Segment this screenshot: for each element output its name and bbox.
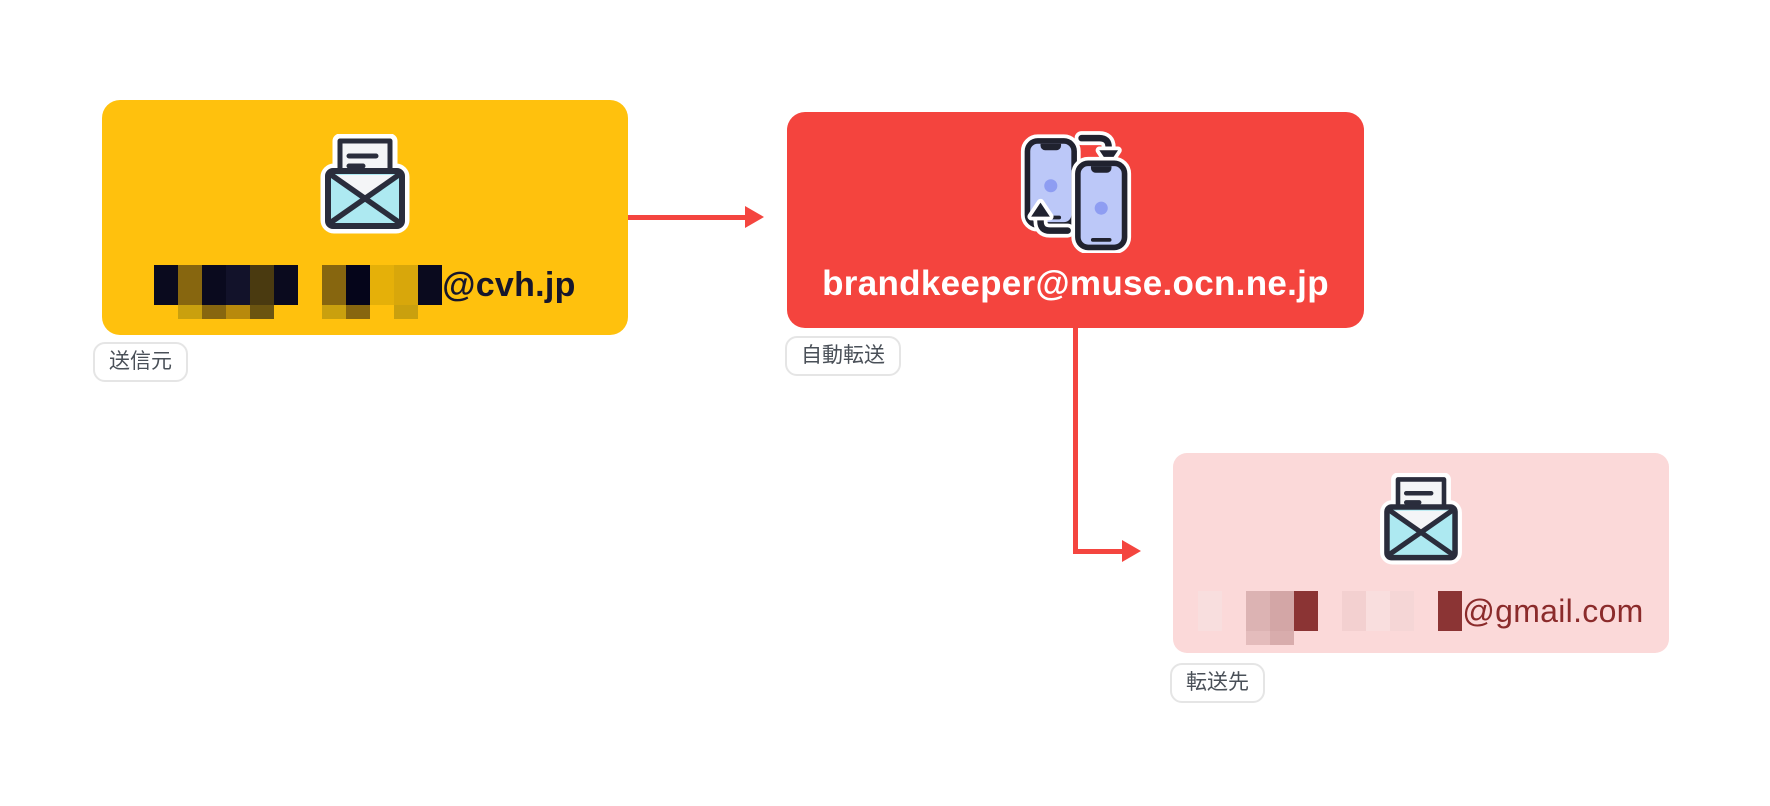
phone-transfer-icon	[1018, 126, 1134, 253]
arrow-source-to-forwarder-head-icon	[745, 206, 764, 228]
source-email: @cvh.jp	[102, 265, 628, 319]
forwarder-email: brandkeeper@muse.ocn.ne.jp	[787, 264, 1364, 304]
arrow-forwarder-to-destination-head-icon	[1122, 540, 1141, 562]
forwarder-mailbox-node: brandkeeper@muse.ocn.ne.jp	[787, 112, 1364, 328]
arrow-forwarder-to-destination-horizontal	[1073, 549, 1125, 554]
destination-email: @gmail.com	[1173, 591, 1669, 645]
open-envelope-icon	[315, 134, 415, 234]
destination-email-redaction	[1198, 591, 1463, 645]
arrow-forwarder-to-destination-vertical	[1073, 328, 1078, 554]
source-email-redaction	[154, 265, 443, 319]
destination-mailbox-node: @gmail.com	[1173, 453, 1669, 653]
destination-label: 転送先	[1170, 663, 1265, 703]
forwarder-email-address: brandkeeper@muse.ocn.ne.jp	[822, 264, 1329, 303]
open-envelope-icon	[1375, 473, 1467, 565]
destination-email-domain: @gmail.com	[1462, 592, 1644, 629]
arrow-source-to-forwarder-line	[628, 215, 748, 220]
source-mailbox-node: @cvh.jp	[102, 100, 628, 335]
forwarder-label: 自動転送	[785, 336, 901, 376]
source-label: 送信元	[93, 342, 188, 382]
source-email-domain: @cvh.jp	[442, 265, 576, 304]
